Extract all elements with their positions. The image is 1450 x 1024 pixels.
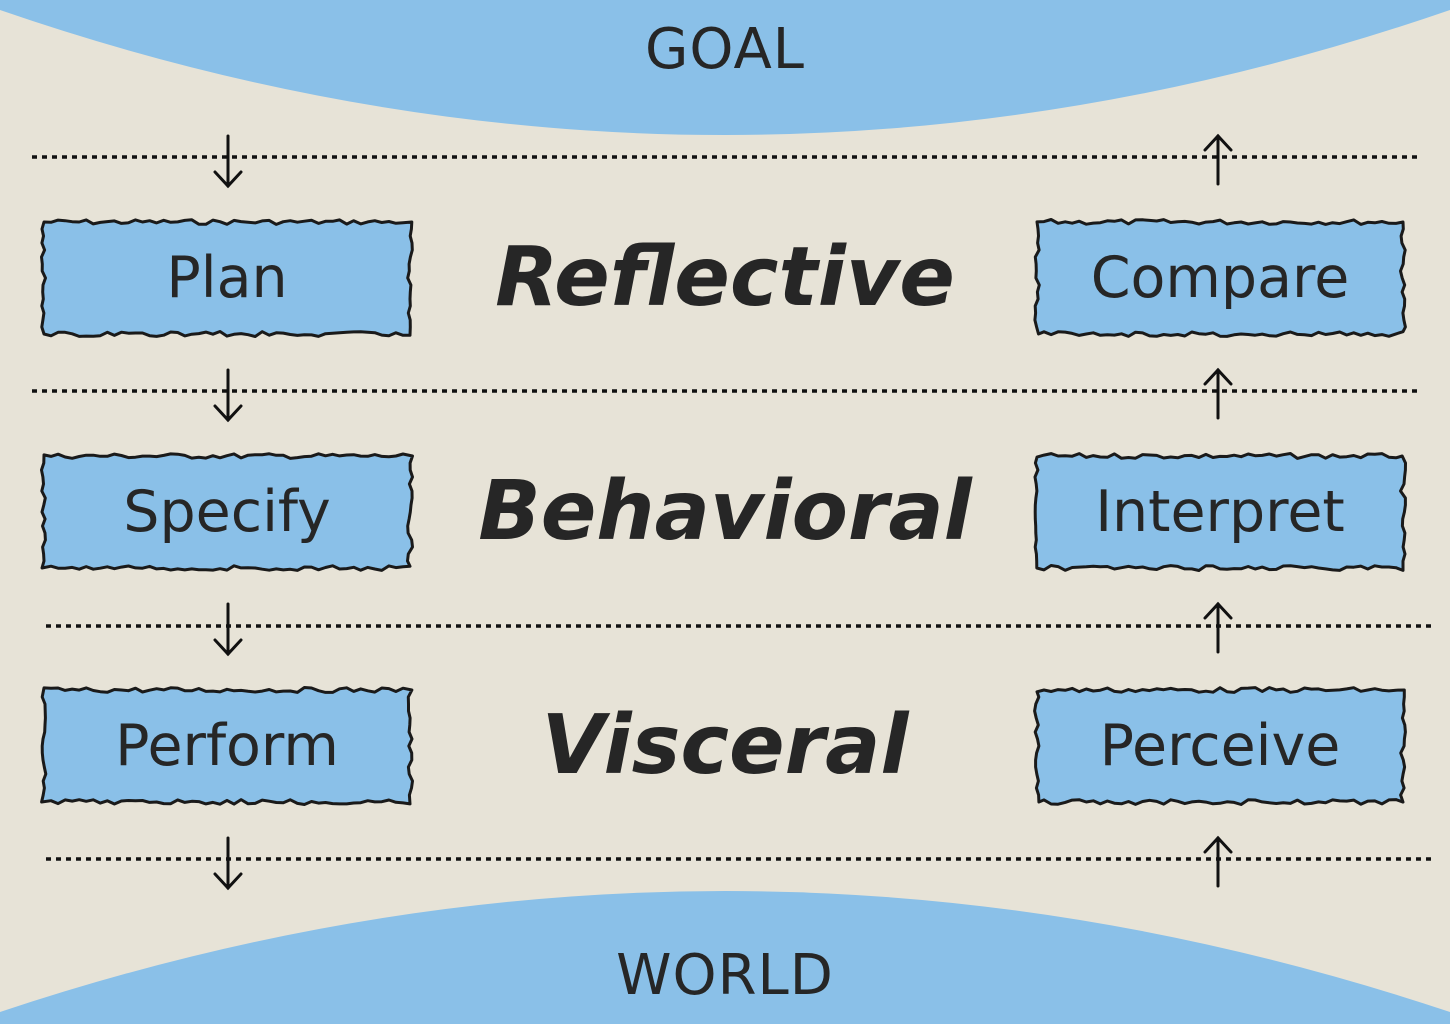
- perform-box: Perform: [115, 712, 339, 779]
- world-label: WORLD: [616, 943, 834, 1008]
- plan-box: Plan: [166, 244, 288, 311]
- world-band: [0, 891, 1450, 1024]
- goal-label: GOAL: [645, 17, 805, 82]
- up-arrow-icon: [1203, 133, 1233, 186]
- perform-box-outline: [40, 686, 414, 806]
- up-arrow-icon: [1203, 601, 1233, 654]
- specify-box-outline: [40, 452, 414, 572]
- perceive-box: Perceive: [1099, 712, 1341, 779]
- down-arrow-icon: [213, 134, 243, 189]
- down-arrow-icon: [213, 602, 243, 657]
- plan-box-outline: [40, 218, 414, 338]
- up-arrow-icon: [1203, 835, 1233, 888]
- perceive-box-outline: [1033, 686, 1407, 806]
- interpret-box-outline: [1033, 452, 1407, 572]
- level-title-behavioral: Behavioral: [478, 464, 972, 559]
- specify-box: Specify: [123, 478, 331, 545]
- up-arrow-icon: [1203, 367, 1233, 420]
- level-title-reflective: Reflective: [495, 230, 955, 325]
- level-title-visceral: Visceral: [541, 698, 909, 793]
- compare-box-outline: [1033, 218, 1407, 338]
- interpret-box: Interpret: [1095, 478, 1345, 545]
- down-arrow-icon: [213, 368, 243, 423]
- compare-box: Compare: [1090, 244, 1350, 311]
- down-arrow-icon: [213, 836, 243, 891]
- goal-band: [0, 0, 1450, 135]
